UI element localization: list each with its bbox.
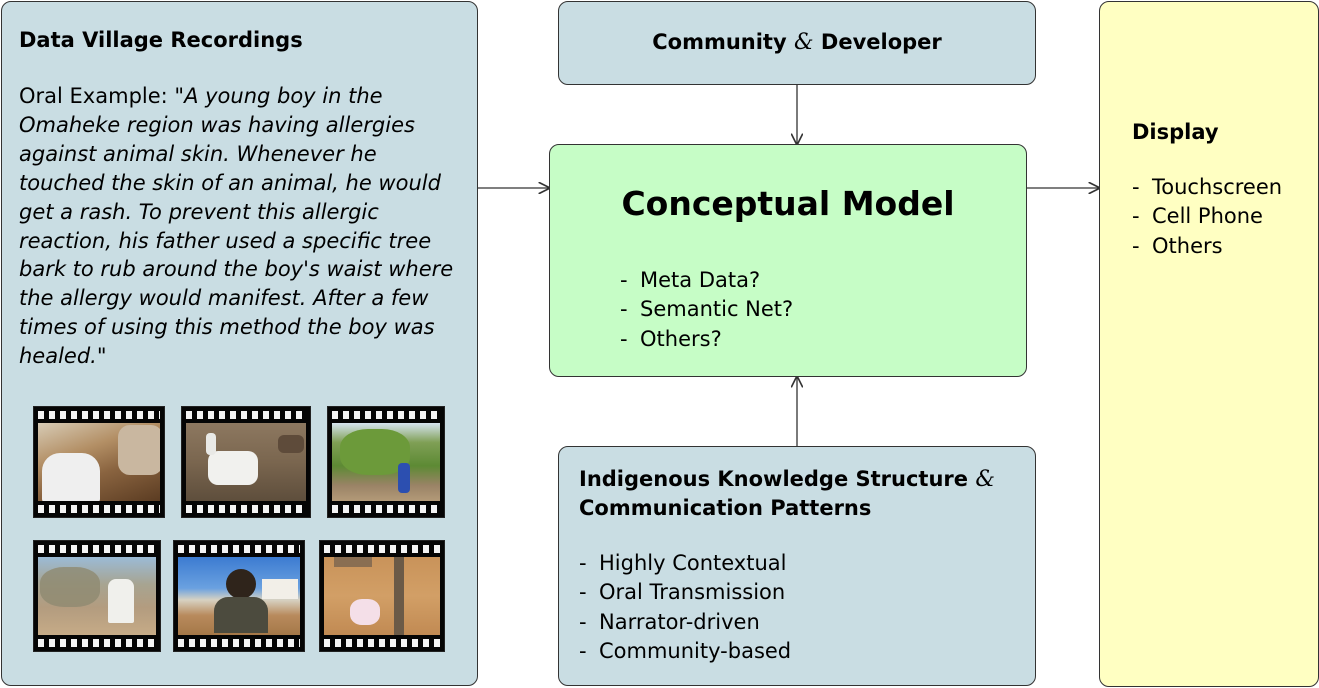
list-item: -Others [1132, 233, 1223, 258]
video-thumbnail [33, 540, 161, 652]
list-item: -Community-based [579, 638, 792, 663]
video-thumbnail [319, 540, 445, 652]
recordings-box: Data Village Recordings Oral Example: "A… [1, 1, 478, 686]
video-thumbnail [173, 540, 305, 652]
list-item: -Semantic Net? [620, 297, 794, 322]
ampersand: & [793, 30, 814, 55]
video-thumbnail [327, 406, 445, 518]
indigenous-knowledge-list: -Highly Contextual -Oral Transmission -N… [579, 549, 791, 666]
oral-example-label: Oral Example: [19, 84, 175, 108]
list-item: -Narrator-driven [579, 609, 760, 634]
oral-example-quote: "A young boy in the Omaheke region was h… [19, 84, 454, 369]
video-thumbnail [181, 406, 311, 518]
conceptual-model-list: -Meta Data? -Semantic Net? -Others? [620, 266, 793, 354]
list-item: -Touchscreen [1132, 175, 1283, 199]
list-item: -Oral Transmission [579, 580, 786, 605]
community-developer-title: Community & Developer [559, 30, 1035, 55]
recordings-title: Data Village Recordings [19, 28, 303, 52]
indigenous-knowledge-title: Indigenous Knowledge Structure &Communic… [579, 467, 995, 520]
oral-example-text: Oral Example: "A young boy in the Omahek… [19, 82, 459, 371]
list-item: -Meta Data? [620, 268, 761, 292]
indigenous-knowledge-box: Indigenous Knowledge Structure &Communic… [558, 446, 1036, 686]
video-thumbnail [33, 406, 165, 518]
community-developer-box: Community & Developer [558, 1, 1036, 85]
conceptual-model-title: Conceptual Model [621, 184, 955, 223]
developer-label: Developer [820, 30, 942, 54]
list-item: -Others? [620, 326, 722, 351]
display-title: Display [1132, 120, 1219, 144]
display-list: -Touchscreen -Cell Phone -Others [1132, 173, 1282, 261]
list-item: -Cell Phone [1132, 204, 1263, 229]
community-label: Community [652, 30, 787, 54]
list-item: -Highly Contextual [579, 551, 787, 575]
conceptual-model-box: Conceptual Model -Meta Data? -Semantic N… [549, 144, 1027, 377]
display-box: Display -Touchscreen -Cell Phone -Others [1099, 1, 1319, 687]
